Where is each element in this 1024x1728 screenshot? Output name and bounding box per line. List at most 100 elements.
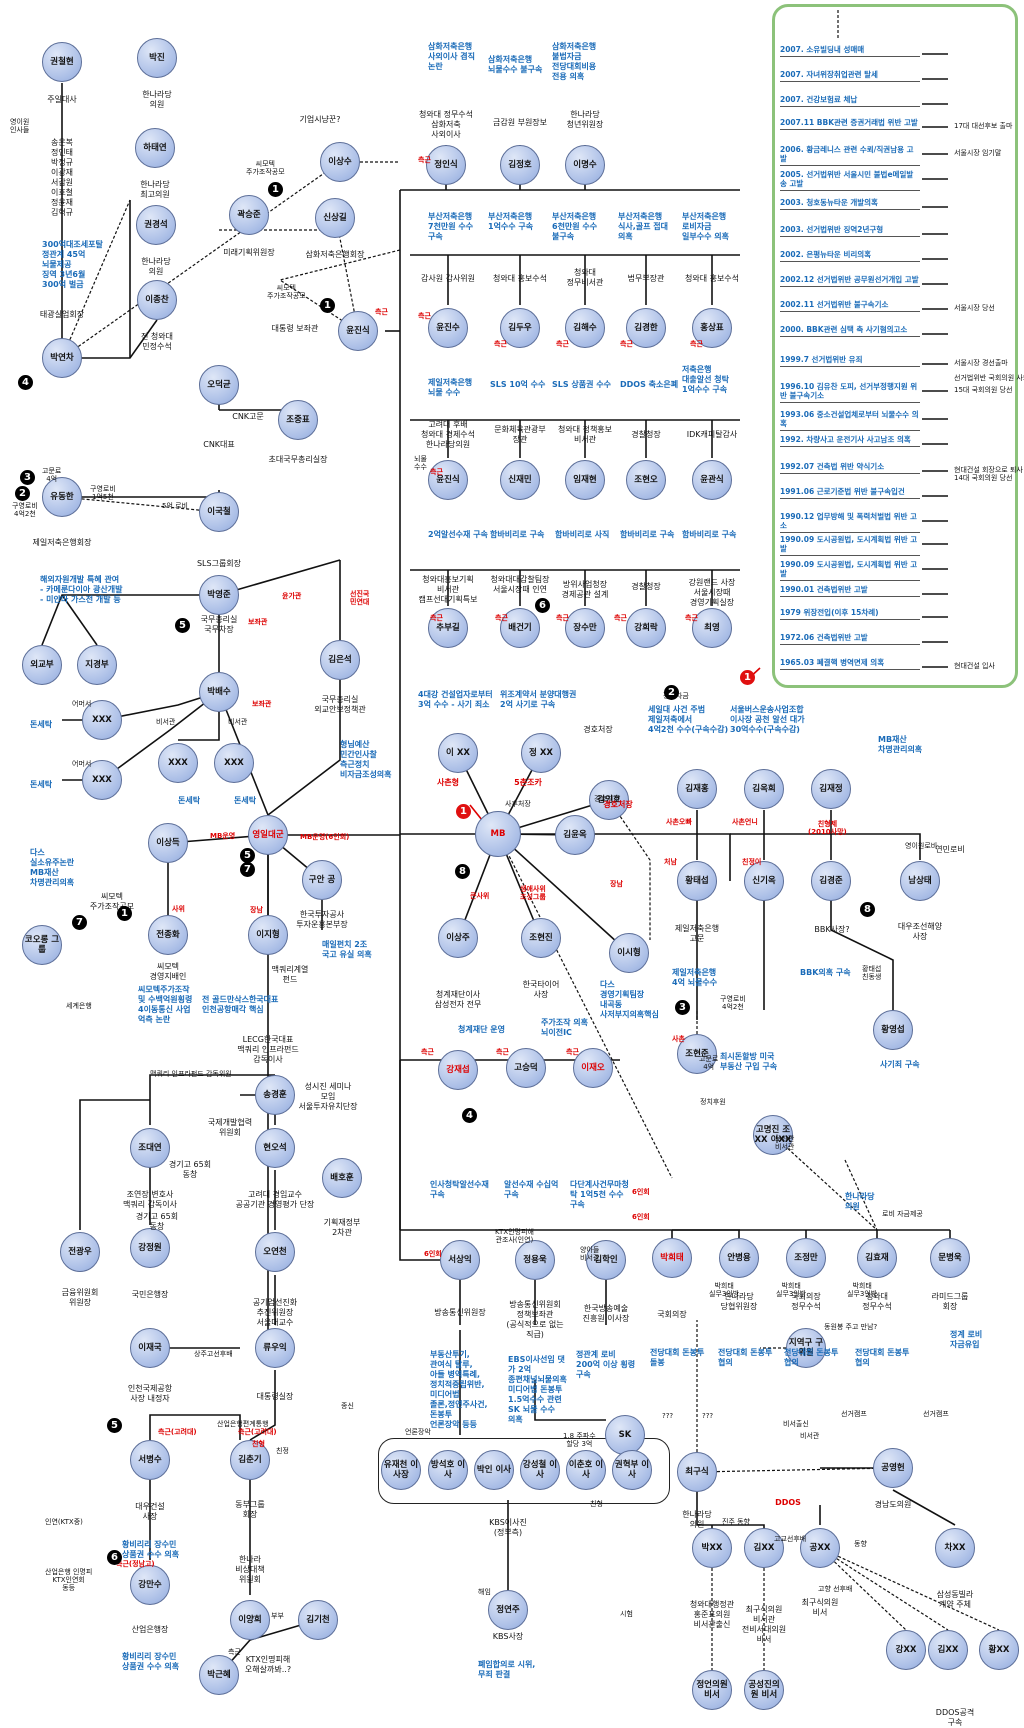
person-node-ji-gyeongbu[interactable]: 지경부 (77, 645, 117, 685)
person-node-park-yeongjun[interactable]: 박영준 (199, 575, 239, 615)
person-node-kim-xx2[interactable]: 김XX (928, 1630, 968, 1670)
person-node-kim-gicheon[interactable]: 김기천 (298, 1600, 338, 1640)
person-node-kim-hakin[interactable]: 김학인 (586, 1240, 626, 1280)
person-node-kim-okhui[interactable]: 김옥희 (744, 769, 784, 809)
person-node-kang-hwiyeong[interactable]: 강희락 (626, 608, 666, 648)
person-node-kbs-1[interactable]: 유재천 이사장 (381, 1450, 421, 1490)
person-node-yun-jinsu[interactable]: 윤진수 (428, 308, 468, 348)
person-node-ha-taeyeon[interactable]: 하태연 (135, 128, 175, 168)
person-node-jang-sumin[interactable]: 장수만 (565, 608, 605, 648)
person-node-choe-yeong[interactable]: 최영 (692, 608, 732, 648)
person-node-lee-myeongsu[interactable]: 이명수 (565, 145, 605, 185)
person-node-cha-xx[interactable]: 차XX (935, 1528, 975, 1568)
person-node-kim-gyeonghan[interactable]: 김경한 (626, 308, 666, 348)
person-node-lee-jihyeong[interactable]: 이지형 (248, 915, 288, 955)
person-node-yu-hyeonguk[interactable]: 류우익 (255, 1328, 295, 1368)
person-node-jo-daeyeon[interactable]: 조대연 (130, 1128, 170, 1168)
person-node-lee-jongchan[interactable]: 이종찬 (137, 280, 177, 320)
person-node-lee-yanghui[interactable]: 이양희 (230, 1600, 270, 1640)
person-node-choe-gusik[interactable]: 최구식 (677, 1452, 717, 1492)
person-node-jiyeok-gu[interactable]: 지역구 구위원 (786, 1328, 826, 1368)
person-node-song-gyeonghun[interactable]: 송경훈 (255, 1075, 295, 1115)
person-node-kbs-6[interactable]: 권혁부 이사 (612, 1450, 652, 1490)
person-node-kim-jaejeong[interactable]: 김재정 (811, 769, 851, 809)
person-node-gong-xx[interactable]: 공XX (800, 1528, 840, 1568)
person-node-bae-geonggi[interactable]: 배건기 (500, 608, 540, 648)
person-node-jo-jungpyo[interactable]: 조중표 (278, 400, 318, 440)
person-node-go-seunghyeon[interactable]: 고승덕 (506, 1048, 546, 1088)
person-node-choo-bugil[interactable]: 추부길 (428, 608, 468, 648)
person-node-kwon-cheolhyeon[interactable]: 권철현 (42, 42, 82, 82)
person-node-lee-gukcheol[interactable]: 이국철 (199, 492, 239, 532)
person-node-kim-chungi[interactable]: 김춘기 (230, 1440, 270, 1480)
person-node-jeon-hwangu[interactable]: 전광우 (60, 1232, 100, 1272)
person-node-xxx2[interactable]: XXX (158, 743, 198, 783)
person-node-hwang-taeseop[interactable]: 황태섭 (677, 861, 717, 901)
person-node-mb[interactable]: MB (475, 811, 521, 857)
person-node-yun-gwansik[interactable]: 윤관식 (692, 460, 732, 500)
person-node-jeong-yeonju[interactable]: 정연주 (488, 1590, 528, 1630)
person-node-gang-jeongwon[interactable]: 강정원 (130, 1228, 170, 1268)
person-node-an-byeongyong[interactable]: 안병용 (719, 1238, 759, 1278)
person-node-yun-jinsik-2[interactable]: 윤진식 (428, 460, 468, 500)
person-node-kbs-5[interactable]: 이춘호 이사 (566, 1450, 606, 1490)
person-node-kim-haesu[interactable]: 김해수 (565, 308, 605, 348)
person-node-park-yeoncha[interactable]: 박연차 (42, 338, 82, 378)
person-node-seo-sangik[interactable]: 서상익 (440, 1240, 480, 1280)
person-node-shin-giok[interactable]: 신기옥 (744, 861, 784, 901)
person-node-lee-sangju[interactable]: 이상주 (438, 918, 478, 958)
person-node-gang-mansu[interactable]: 강만수 (130, 1565, 170, 1605)
person-node-park-geunhye[interactable]: 박근혜 (199, 1655, 239, 1695)
person-node-yun-jinsik-1[interactable]: 윤진식 (338, 311, 378, 351)
person-node-nam-sangtae[interactable]: 남상태 (900, 861, 940, 901)
person-node-gang-xx[interactable]: 강XX (886, 1630, 926, 1670)
person-node-hyeon-oseok[interactable]: 현오석 (255, 1128, 295, 1168)
person-node-xxx3[interactable]: XXX (214, 743, 254, 783)
person-node-kbs-2[interactable]: 방석호 이사 (428, 1450, 468, 1490)
person-node-park-huitae[interactable]: 박희태 (652, 1238, 692, 1278)
person-node-park-xx[interactable]: 박XX (692, 1528, 732, 1568)
person-node-jeong-xx[interactable]: 정 XX (521, 733, 561, 773)
person-node-lee-jaeguk[interactable]: 이재국 (130, 1328, 170, 1368)
person-node-lee-sihyeong[interactable]: 이시형 (609, 933, 649, 973)
person-node-hwang-yeongseop[interactable]: 황영섭 (873, 1010, 913, 1050)
person-node-kim-gyeongjun[interactable]: 김경준 (811, 861, 851, 901)
person-node-kim-jeongho[interactable]: 김정호 (500, 145, 540, 185)
person-node-yeongilgun[interactable]: 영일대군 (248, 815, 288, 855)
person-node-gong-yeongheon[interactable]: 공영헌 (873, 1448, 913, 1488)
person-node-o-yeonseon[interactable]: 오연천 (255, 1232, 295, 1272)
person-node-kim-dudu[interactable]: 김두우 (500, 308, 540, 348)
person-node-hwang-xx[interactable]: 황XX (979, 1630, 1019, 1670)
person-node-kbs-3[interactable]: 박인 이사 (474, 1450, 514, 1490)
person-node-kim-inho[interactable]: 김인호 (589, 780, 629, 820)
person-node-park-jin[interactable]: 박진 (137, 38, 177, 78)
person-node-yu-donghan[interactable]: 유동한 (42, 477, 82, 517)
person-node-kopeulaem[interactable]: 코오롱 그룹 (22, 925, 62, 965)
person-node-kim-xx[interactable]: 김XX (744, 1528, 784, 1568)
person-node-o-deokgyun[interactable]: 오덕균 (199, 365, 239, 405)
person-node-lee-sangdeuk[interactable]: 이상득 (148, 823, 188, 863)
person-node-kim-jaehong[interactable]: 김재홍 (677, 769, 717, 809)
person-node-kbs-4[interactable]: 강성철 이사 (520, 1450, 560, 1490)
person-node-jo-jeonghyeok[interactable]: 조정만 (786, 1238, 826, 1278)
person-node-gwak-seungjun[interactable]: 곽승준 (229, 195, 269, 235)
person-node-goyeongjin[interactable]: 고명진 조XX 이XX (753, 1115, 793, 1155)
person-node-kim-hyojae[interactable]: 김효재 (857, 1238, 897, 1278)
person-node-mun-byeongguk[interactable]: 문병욱 (930, 1238, 970, 1278)
person-node-jeong-ilyeong[interactable]: 정언의원 비서 (692, 1670, 732, 1710)
person-node-kim-eunseok[interactable]: 김은석 (320, 640, 360, 680)
person-node-xxx1[interactable]: XXX (82, 700, 122, 740)
person-node-im-jaehyeon[interactable]: 임재현 (565, 460, 605, 500)
person-node-shin-jaemin[interactable]: 신재민 (500, 460, 540, 500)
person-node-bae-houn[interactable]: 배호훈 (322, 1158, 362, 1198)
person-node-lee-sangsu[interactable]: 이상수 (320, 142, 360, 182)
person-node-lee-jeo[interactable]: 이재오 (573, 1048, 613, 1088)
person-node-gong-seongjin[interactable]: 공성진의원 비서 (744, 1670, 784, 1710)
person-node-oe-gyobu[interactable]: 외교부 (22, 645, 62, 685)
person-node-sk[interactable]: SK (605, 1415, 645, 1455)
person-node-jo-hyeono[interactable]: 조현오 (626, 460, 666, 500)
person-node-seo-byeongsu[interactable]: 서병수 (130, 1440, 170, 1480)
person-node-park-baesu[interactable]: 박배수 (199, 672, 239, 712)
person-node-kang-jaeseop[interactable]: 강재섭 (438, 1050, 478, 1090)
person-node-gu-anseong[interactable]: 구안 공 (302, 860, 342, 900)
